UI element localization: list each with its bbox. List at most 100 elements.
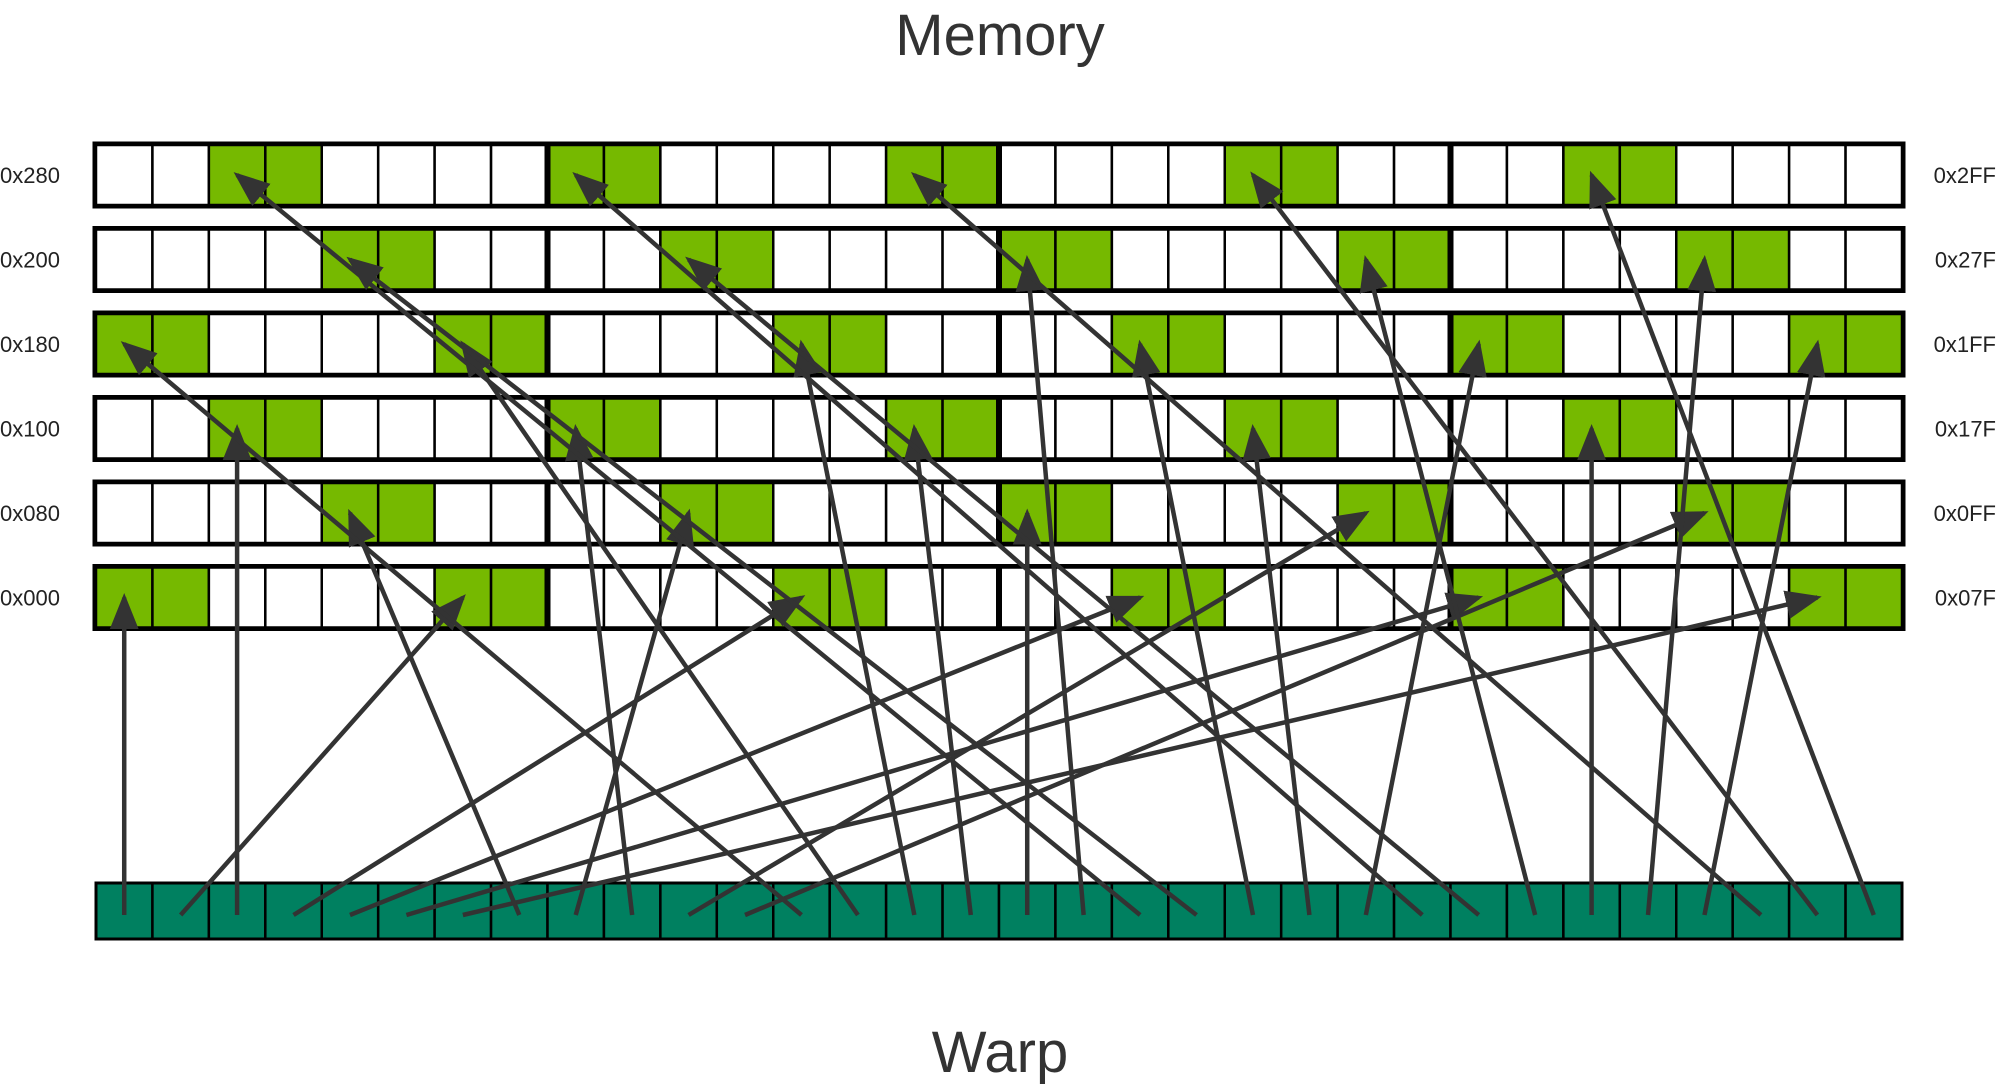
accessed-memory-cell (602, 143, 662, 207)
memory-cell (1223, 312, 1283, 376)
memory-cell (1675, 312, 1734, 376)
accessed-memory-cell (1054, 481, 1114, 545)
memory-cell (1167, 228, 1226, 291)
memory-cell (1392, 312, 1452, 376)
access-arrow (178, 594, 466, 917)
memory-cell (772, 143, 831, 207)
warp-thread-cell (1392, 881, 1452, 941)
memory-cell (151, 143, 211, 207)
memory-cell (715, 143, 775, 207)
accessed-memory-cell (264, 397, 323, 460)
memory-cell (489, 143, 549, 207)
accessed-memory-cell (1844, 566, 1904, 629)
memory-cell (659, 397, 719, 460)
memory-cell (1505, 228, 1565, 291)
memory-cell (602, 228, 662, 291)
accessed-memory-cell (1731, 228, 1791, 291)
memory-cell (1449, 228, 1509, 291)
memory-cell (151, 481, 211, 545)
memory-cell (997, 312, 1057, 376)
memory-cell (433, 143, 493, 207)
access-arrow (1645, 255, 1717, 916)
access-arrow (460, 340, 860, 917)
warp-thread-cell (659, 881, 719, 941)
memory-cell (1844, 143, 1904, 207)
row-end-address: 0x2FF (1934, 163, 1996, 188)
accessed-memory-cell (715, 228, 775, 291)
memory-cell (659, 312, 719, 376)
memory-cell (1505, 481, 1565, 545)
memory-cell (941, 228, 1001, 291)
memory-cell (1787, 143, 1847, 207)
memory-cell (659, 143, 719, 207)
access-arrow (1589, 170, 1876, 916)
memory-cell (1110, 143, 1170, 207)
memory-cell (433, 397, 493, 460)
access-arrow (1359, 255, 1538, 916)
memory-cell (715, 397, 775, 460)
memory-cell (376, 397, 436, 460)
row-end-address: 0x0FF (1934, 501, 1996, 526)
memory-cell (546, 312, 606, 376)
memory-cell (1336, 397, 1396, 460)
memory-cell (320, 312, 380, 376)
row-start-address: 0x080 (0, 501, 60, 526)
access-arrows (109, 170, 1876, 918)
memory-cell (320, 566, 380, 629)
accessed-memory-cell (602, 397, 662, 460)
memory-cell (1279, 228, 1339, 291)
memory-cell (1675, 143, 1734, 207)
row-end-address: 0x27F (1935, 248, 1996, 273)
accessed-memory-cell (376, 481, 436, 545)
access-arrow (292, 595, 806, 917)
memory-cell (1449, 143, 1509, 207)
memory-cell (1787, 481, 1847, 545)
warp-frame (94, 881, 1904, 941)
memory-cell (1392, 143, 1452, 207)
accessed-memory-cell (1279, 397, 1339, 460)
memory-cell (997, 397, 1057, 460)
warp-label: Warp (932, 1020, 1068, 1085)
diagram-title: Memory (895, 3, 1104, 68)
access-arrow (793, 339, 917, 916)
accessed-memory-cell (1279, 143, 1339, 207)
memory-cell (1844, 397, 1904, 460)
access-arrow (405, 592, 1484, 918)
memory-cell (1618, 228, 1678, 291)
access-arrow (565, 424, 635, 916)
memory-cell (828, 397, 888, 460)
memory-cell (1110, 481, 1170, 545)
accessed-memory-cell (376, 228, 436, 291)
memory-cell (1110, 228, 1170, 291)
accessed-memory-cell (1844, 312, 1904, 376)
memory-cell (828, 143, 888, 207)
row-start-address: 0x280 (0, 163, 60, 188)
accessed-memory-cell (489, 566, 549, 629)
memory-cell (1223, 228, 1283, 291)
memory-cell (1336, 143, 1396, 207)
warp-thread-cell (1110, 881, 1170, 941)
memory-cell (997, 143, 1057, 207)
memory-cell (1505, 143, 1565, 207)
memory-cell (489, 481, 549, 545)
memory-cell (94, 228, 154, 291)
access-arrow (1363, 339, 1487, 916)
row-end-address: 0x07F (1935, 586, 1996, 611)
memory-cell (320, 397, 380, 460)
memory-cell (1731, 397, 1791, 460)
memory-cell (1731, 143, 1791, 207)
accessed-memory-cell (151, 312, 211, 376)
access-arrow (1702, 339, 1826, 916)
warp-thread-cell (1449, 881, 1509, 941)
accessed-memory-cell (1618, 143, 1678, 207)
accessed-memory-cell (941, 397, 1001, 460)
memory-cell (602, 312, 662, 376)
memory-cell (941, 566, 1001, 629)
memory-cell (1787, 228, 1847, 291)
accessed-memory-cell (1167, 312, 1226, 376)
warp-thread-cell (828, 881, 888, 941)
